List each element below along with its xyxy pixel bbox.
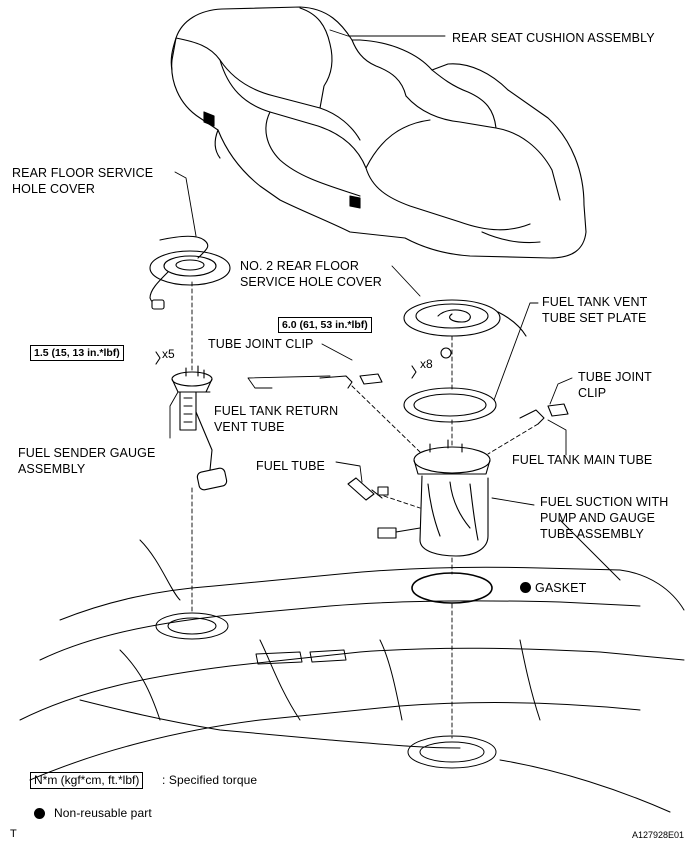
fuel-suction-assembly-drawing [377, 439, 491, 557]
label-tube-joint-clip-right: TUBE JOINT CLIP [578, 370, 652, 400]
multiplier-sender-screw: x5 [162, 347, 175, 361]
label-no2-rear-floor-service-hole-cover: NO. 2 REAR FLOOR SERVICE HOLE COVER [240, 259, 382, 289]
label-tube-joint-clip-left: TUBE JOINT CLIP [208, 337, 314, 351]
rear-floor-service-hole-cover-drawing [149, 235, 231, 310]
vent-tube-set-plate-drawing [403, 365, 497, 423]
label-fuel-tank-vent-tube-set-plate: FUEL TANK VENT TUBE SET PLATE [542, 295, 648, 325]
multiplier-set-plate-bolt: x8 [420, 357, 433, 371]
label-fuel-tank-return-vent-tube: FUEL TANK RETURN VENT TUBE [214, 404, 339, 434]
fuel-tube-drawing [347, 477, 389, 501]
corner-code-right: A127928E01 [632, 830, 685, 840]
torque-sender-screw: 1.5 (15, 13 in.*lbf) [30, 345, 124, 361]
label-rear-seat-cushion: REAR SEAT CUSHION ASSEMBLY [452, 31, 655, 45]
legend-nonreusable-text: Non-reusable part [54, 806, 152, 820]
label-fuel-tube: FUEL TUBE [256, 459, 325, 473]
legend-nonreusable-dot [34, 808, 45, 819]
nonreusable-marker [520, 582, 531, 593]
tube-joint-clips-drawing [319, 373, 569, 425]
label-fuel-suction-assembly: FUEL SUCTION WITH PUMP AND GAUGE TUBE AS… [540, 495, 669, 541]
rear-seat-cushion-drawing [170, 6, 587, 259]
label-fuel-sender-gauge-assembly: FUEL SENDER GAUGE ASSEMBLY [18, 446, 156, 476]
gasket-drawing [411, 572, 493, 604]
label-fuel-tank-main-tube: FUEL TANK MAIN TUBE [512, 453, 653, 467]
label-rear-floor-service-hole-cover: REAR FLOOR SERVICE HOLE COVER [12, 166, 154, 196]
torque-set-plate-bolt: 6.0 (61, 53 in.*lbf) [278, 317, 372, 333]
no2-rear-floor-cover-drawing [403, 299, 527, 359]
alignment-lines [191, 281, 539, 739]
corner-code-left: T [10, 828, 17, 840]
floor-pan-drawing [19, 519, 685, 813]
leader-lines [169, 29, 573, 506]
legend-torque-box: N*m (kgf*cm, ft.*lbf) [30, 772, 144, 789]
label-gasket: GASKET [535, 581, 587, 595]
legend-torque-text: : Specified torque [162, 773, 258, 787]
